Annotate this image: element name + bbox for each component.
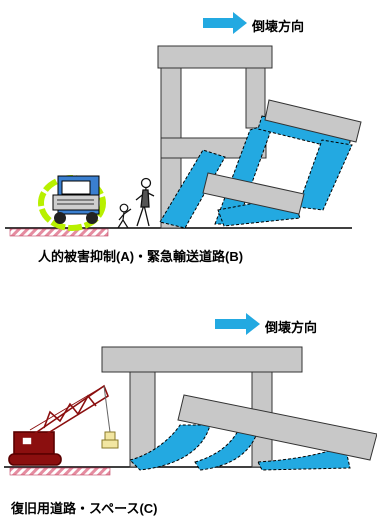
figure-recovery-road-space: 倒壊方向 復旧用道路・スペース(C) bbox=[0, 300, 377, 524]
fallen-slab bbox=[177, 394, 377, 461]
collapse-diagram-1 bbox=[5, 12, 362, 237]
collapse-direction-arrow-icon bbox=[215, 313, 260, 335]
collapse-diagram-2 bbox=[4, 313, 377, 476]
figure-human-damage-emergency-road: 倒壊方向 人的被害抑制(A)・緊急輸送道路(B) bbox=[5, 12, 362, 264]
figure-caption: 復旧用道路・スペース(C) bbox=[11, 501, 158, 516]
truck-icon bbox=[38, 175, 106, 231]
building-frame bbox=[101, 346, 303, 468]
figure-caption: 人的被害抑制(A)・緊急輸送道路(B) bbox=[38, 249, 244, 264]
pedestrian-adult-icon bbox=[135, 177, 155, 227]
building-frame bbox=[157, 45, 273, 229]
collapse-direction-arrow-icon bbox=[203, 12, 247, 34]
crane-icon bbox=[8, 384, 111, 466]
collapse-direction-label: 倒壊方向 bbox=[265, 320, 318, 335]
falling-slabs bbox=[202, 99, 362, 215]
collapse-trajectory bbox=[129, 424, 351, 471]
pedestrian-child-icon bbox=[117, 203, 132, 229]
hook-block-icon bbox=[101, 431, 119, 449]
collapse-direction-label: 倒壊方向 bbox=[252, 19, 305, 34]
recovery-zone-hatch bbox=[9, 467, 111, 476]
restricted-zone-hatch bbox=[9, 228, 109, 237]
